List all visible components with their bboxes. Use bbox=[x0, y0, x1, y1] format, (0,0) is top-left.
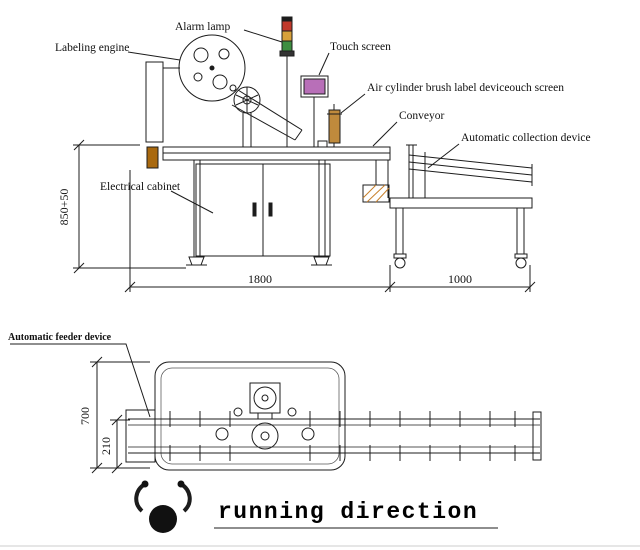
labeling-engine-drawing bbox=[178, 34, 303, 147]
lamp-yellow-segment bbox=[281, 30, 293, 42]
alarm-lamp-label: Alarm lamp bbox=[175, 21, 230, 33]
side-view: 850+50 1800 1000 Alarm lamp Labeling en bbox=[55, 16, 591, 293]
electrical-cabinet-drawing bbox=[195, 163, 331, 257]
collection-device-drawing bbox=[389, 144, 533, 269]
dim-plan-width: 700 bbox=[78, 407, 92, 425]
conveyor-end-cap bbox=[532, 411, 542, 461]
touch-screen-label: Touch screen bbox=[330, 41, 391, 53]
table-legs bbox=[186, 160, 332, 266]
plan-view: Automatic feeder device 700 210 bbox=[8, 332, 542, 533]
labeling-head-plan bbox=[215, 382, 315, 450]
conveyor-ticks bbox=[169, 411, 516, 461]
feeder-leader-line bbox=[10, 343, 151, 418]
machine-base-plan bbox=[154, 361, 346, 471]
dim-width: 700 bbox=[78, 356, 150, 474]
logo-mark bbox=[134, 480, 192, 533]
dim-conveyor-width: 210 bbox=[99, 414, 130, 474]
feeder-device-label: Automatic feeder device bbox=[8, 332, 112, 343]
lamp-red-segment bbox=[281, 20, 293, 32]
touch-screen-panel bbox=[303, 78, 326, 95]
leader-lines bbox=[127, 29, 460, 214]
feeder-box-plan bbox=[125, 409, 156, 463]
lamp-green-segment bbox=[281, 40, 293, 52]
dim-lengths: 1800 1000 bbox=[124, 170, 536, 293]
logo-ball bbox=[149, 505, 177, 533]
dim-main-length: 1800 bbox=[248, 272, 272, 286]
electrical-cabinet-label: Electrical cabinet bbox=[100, 181, 181, 193]
touch-screen-drawing bbox=[300, 75, 329, 147]
conveyor-label: Conveyor bbox=[399, 110, 445, 122]
conveyor-plan bbox=[125, 409, 542, 463]
conveyor-table-drawing bbox=[162, 140, 391, 198]
feeder-block bbox=[146, 146, 159, 169]
collection-device-label: Automatic collection device bbox=[461, 132, 591, 144]
air-cylinder-drawing bbox=[327, 104, 342, 147]
dim-conveyor-width-text: 210 bbox=[99, 437, 113, 455]
air-cylinder-label: Air cylinder brush label deviceouch scre… bbox=[367, 82, 564, 94]
motor-box bbox=[362, 160, 390, 203]
running-direction-label: running direction bbox=[218, 499, 478, 525]
alarm-lamp-drawing bbox=[279, 16, 295, 147]
label-roll-stand bbox=[145, 61, 180, 169]
labeling-engine-label: Labeling engine bbox=[55, 42, 129, 54]
dim-machine-height: 850+50 bbox=[57, 189, 71, 226]
dim-collection-length: 1000 bbox=[448, 272, 472, 286]
